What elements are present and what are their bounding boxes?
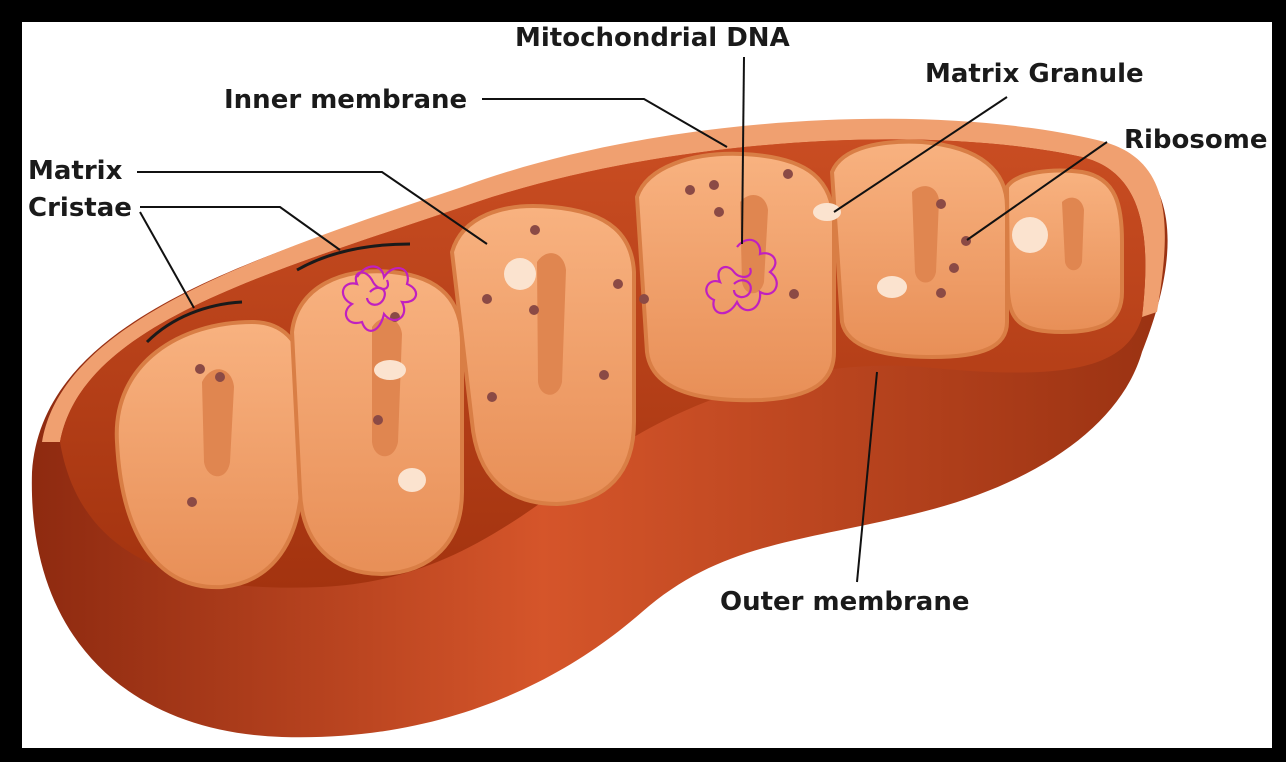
matrix-granule (877, 276, 907, 298)
label-cristae: Cristae (28, 193, 132, 223)
ribosome-dot (714, 207, 724, 217)
ribosome-dot (599, 370, 609, 380)
mitochondrion-diagram: Mitochondrial DNA Inner membrane Matrix … (22, 22, 1272, 748)
crista-groove-5 (912, 186, 939, 282)
matrix-granule (504, 258, 536, 290)
ribosome-dot (187, 497, 197, 507)
crista-groove-6 (1062, 198, 1084, 271)
crista-fold-4 (637, 154, 834, 400)
ribosome-dot (482, 294, 492, 304)
ribosome-dot (789, 289, 799, 299)
label-matrix: Matrix (28, 156, 123, 186)
label-mitochondrial-dna: Mitochondrial DNA (515, 23, 790, 53)
ribosome-dot (709, 180, 719, 190)
diagram-canvas: Mitochondrial DNA Inner membrane Matrix … (22, 22, 1272, 748)
ribosome-dot (949, 263, 959, 273)
label-outer-membrane: Outer membrane (720, 587, 970, 617)
matrix-granule (1012, 217, 1048, 253)
ribosome-dot (783, 169, 793, 179)
crista-groove-3 (537, 253, 566, 395)
crista-groove-2 (372, 318, 402, 456)
ribosome-dot (487, 392, 497, 402)
ribosome-dot (639, 294, 649, 304)
ribosome-dot (195, 364, 205, 374)
ribosome-dot (373, 415, 383, 425)
leader-line-cristae-2 (140, 212, 194, 308)
matrix-granule (398, 468, 426, 492)
ribosome-dot (613, 279, 623, 289)
label-ribosome: Ribosome (1124, 125, 1267, 155)
ribosome-dot (530, 225, 540, 235)
crista-groove-4 (740, 195, 768, 293)
matrix-granule (813, 203, 841, 221)
ribosome-dot (529, 305, 539, 315)
ribosome-dot (936, 288, 946, 298)
label-matrix-granule: Matrix Granule (925, 59, 1144, 89)
label-inner-membrane: Inner membrane (224, 85, 467, 115)
ribosome-dot (215, 372, 225, 382)
ribosome-dot (936, 199, 946, 209)
matrix-granule (374, 360, 406, 380)
crista-groove-1 (202, 369, 234, 476)
ribosome-dot (685, 185, 695, 195)
